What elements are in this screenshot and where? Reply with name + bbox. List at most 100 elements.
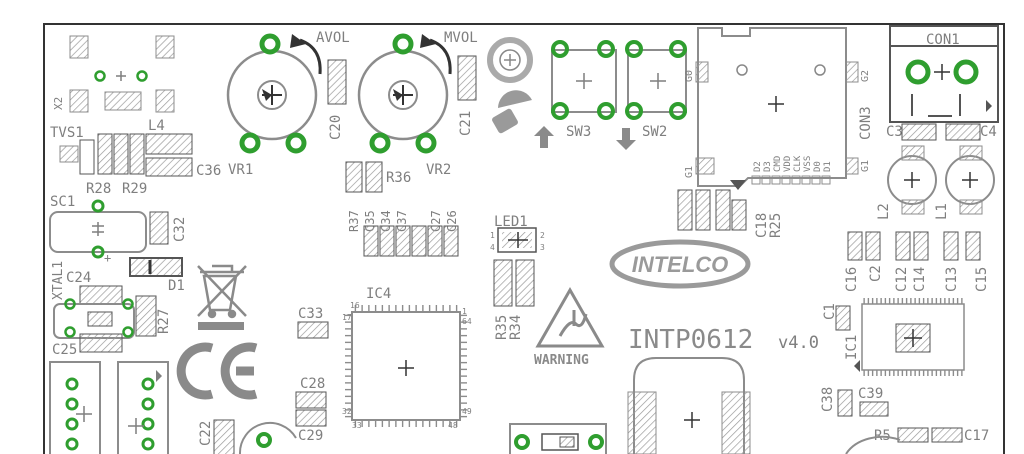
c24-footprint <box>79 285 123 305</box>
l4-footprint <box>145 133 193 177</box>
vr1-potentiometer <box>226 33 322 154</box>
c21-label: C21 <box>458 111 474 136</box>
c2-label: C2 <box>868 265 884 282</box>
mount-hole-icon <box>487 37 533 83</box>
r36-label: R36 <box>386 170 411 186</box>
x2-label: X2 <box>52 97 65 110</box>
c22-footprint <box>213 419 235 454</box>
g2-label: G2 <box>860 70 871 82</box>
c25-label: C25 <box>52 342 77 358</box>
svg-text:1: 1 <box>462 307 467 316</box>
avol-label: AVOL <box>316 30 350 46</box>
r34-label: R34 <box>508 315 524 340</box>
mvol-label: MVOL <box>444 30 478 46</box>
l4-label: L4 <box>148 118 165 134</box>
cap-row-footprints <box>363 225 459 257</box>
c12-label: C12 <box>894 267 910 292</box>
left-connector-b <box>117 361 169 454</box>
down-arrow-icon <box>616 128 636 150</box>
svg-text:CLK: CLK <box>793 155 803 172</box>
svg-text:64: 64 <box>462 317 472 326</box>
c3-c4-footprint <box>901 123 981 141</box>
c33-footprint <box>297 321 329 339</box>
c36-label: C36 <box>196 163 221 179</box>
c4-label: C4 <box>980 124 997 140</box>
x2-footprint: X2 <box>52 35 175 113</box>
g1b-label: G1 <box>860 160 871 172</box>
svg-text:D2: D2 <box>753 161 763 172</box>
svg-text:VDD: VDD <box>783 156 793 172</box>
ic1-chip <box>854 298 965 376</box>
c3-label: C3 <box>886 124 903 140</box>
sw3-switch <box>551 40 617 120</box>
weee-bar-icon <box>198 322 244 330</box>
tvs1-footprint <box>59 139 95 175</box>
svg-text:4: 4 <box>490 243 495 252</box>
xtal1-footprint <box>53 298 135 339</box>
r35-r34-footprint <box>493 259 535 307</box>
c38-c39-footprint <box>837 389 889 417</box>
c18-r25-footprint <box>677 189 747 231</box>
con1-terminal <box>889 25 999 123</box>
c21-footprint <box>457 55 477 101</box>
r36-footprint <box>345 161 383 193</box>
sc1-footprint <box>49 199 147 259</box>
c20-label: C20 <box>328 115 344 140</box>
c28-label: C28 <box>300 376 325 392</box>
c32-label: C32 <box>172 217 188 242</box>
c13-label: C13 <box>944 267 960 292</box>
ce-mark-icon <box>176 342 258 400</box>
c28-c29-footprint <box>295 391 327 427</box>
d1-footprint <box>129 257 183 277</box>
g1a-label: G1 <box>684 166 695 178</box>
board-version: v4.0 <box>778 333 819 353</box>
d1-label: D1 <box>168 278 185 294</box>
g0-label: G0 <box>684 70 695 82</box>
svg-text:VSS: VSS <box>803 156 813 172</box>
intelco-logo: INTELCO <box>609 239 751 289</box>
c33-label: C33 <box>298 306 323 322</box>
round-component <box>238 421 297 454</box>
r29-label: R29 <box>122 181 147 197</box>
r27-footprint <box>135 295 157 337</box>
con1-label: CON1 <box>926 32 960 48</box>
board-outline <box>43 23 1005 454</box>
c1-footprint <box>835 305 851 331</box>
sw3-label: SW3 <box>566 124 591 140</box>
con3-sd-socket <box>695 27 859 190</box>
esd-warning-icon <box>535 286 605 348</box>
c17-label: C17 <box>964 428 989 444</box>
led1-footprint <box>497 227 537 253</box>
logo-text: INTELCO <box>632 252 729 277</box>
ic4-qfp64 <box>345 305 467 427</box>
c15-label: C15 <box>974 267 990 292</box>
l1-inductor <box>945 145 995 215</box>
ic4-label: IC4 <box>366 286 391 302</box>
svg-text:49: 49 <box>462 407 472 416</box>
r25-label: R25 <box>768 213 784 238</box>
c16-label: C16 <box>844 267 860 292</box>
c38-label: C38 <box>820 387 836 412</box>
con3-label: CON3 <box>858 106 874 140</box>
c18-label: C18 <box>754 213 770 238</box>
l2-inductor <box>887 145 937 215</box>
sd-pin-labels: D2 D3 CMD VDD CLK VSS D0 D1 <box>751 155 833 185</box>
svg-text:33: 33 <box>352 421 362 430</box>
svg-text:32: 32 <box>342 407 352 416</box>
vr1-label: VR1 <box>228 162 253 178</box>
svg-text:2: 2 <box>540 231 545 240</box>
xtal1-label: XTAL1 <box>51 261 66 300</box>
sw2-label: SW2 <box>642 124 667 140</box>
vr2-potentiometer <box>357 33 452 154</box>
r37-label: R37 <box>347 210 361 232</box>
r27-label: R27 <box>156 309 172 334</box>
svg-text:16: 16 <box>350 301 360 310</box>
svg-text:17: 17 <box>342 313 352 322</box>
svg-text:1: 1 <box>490 231 495 240</box>
led1-label: LED1 <box>494 214 528 230</box>
c14-label: C14 <box>912 267 928 292</box>
sc1-label: SC1 <box>50 194 75 210</box>
l1-label: L1 <box>934 203 950 220</box>
